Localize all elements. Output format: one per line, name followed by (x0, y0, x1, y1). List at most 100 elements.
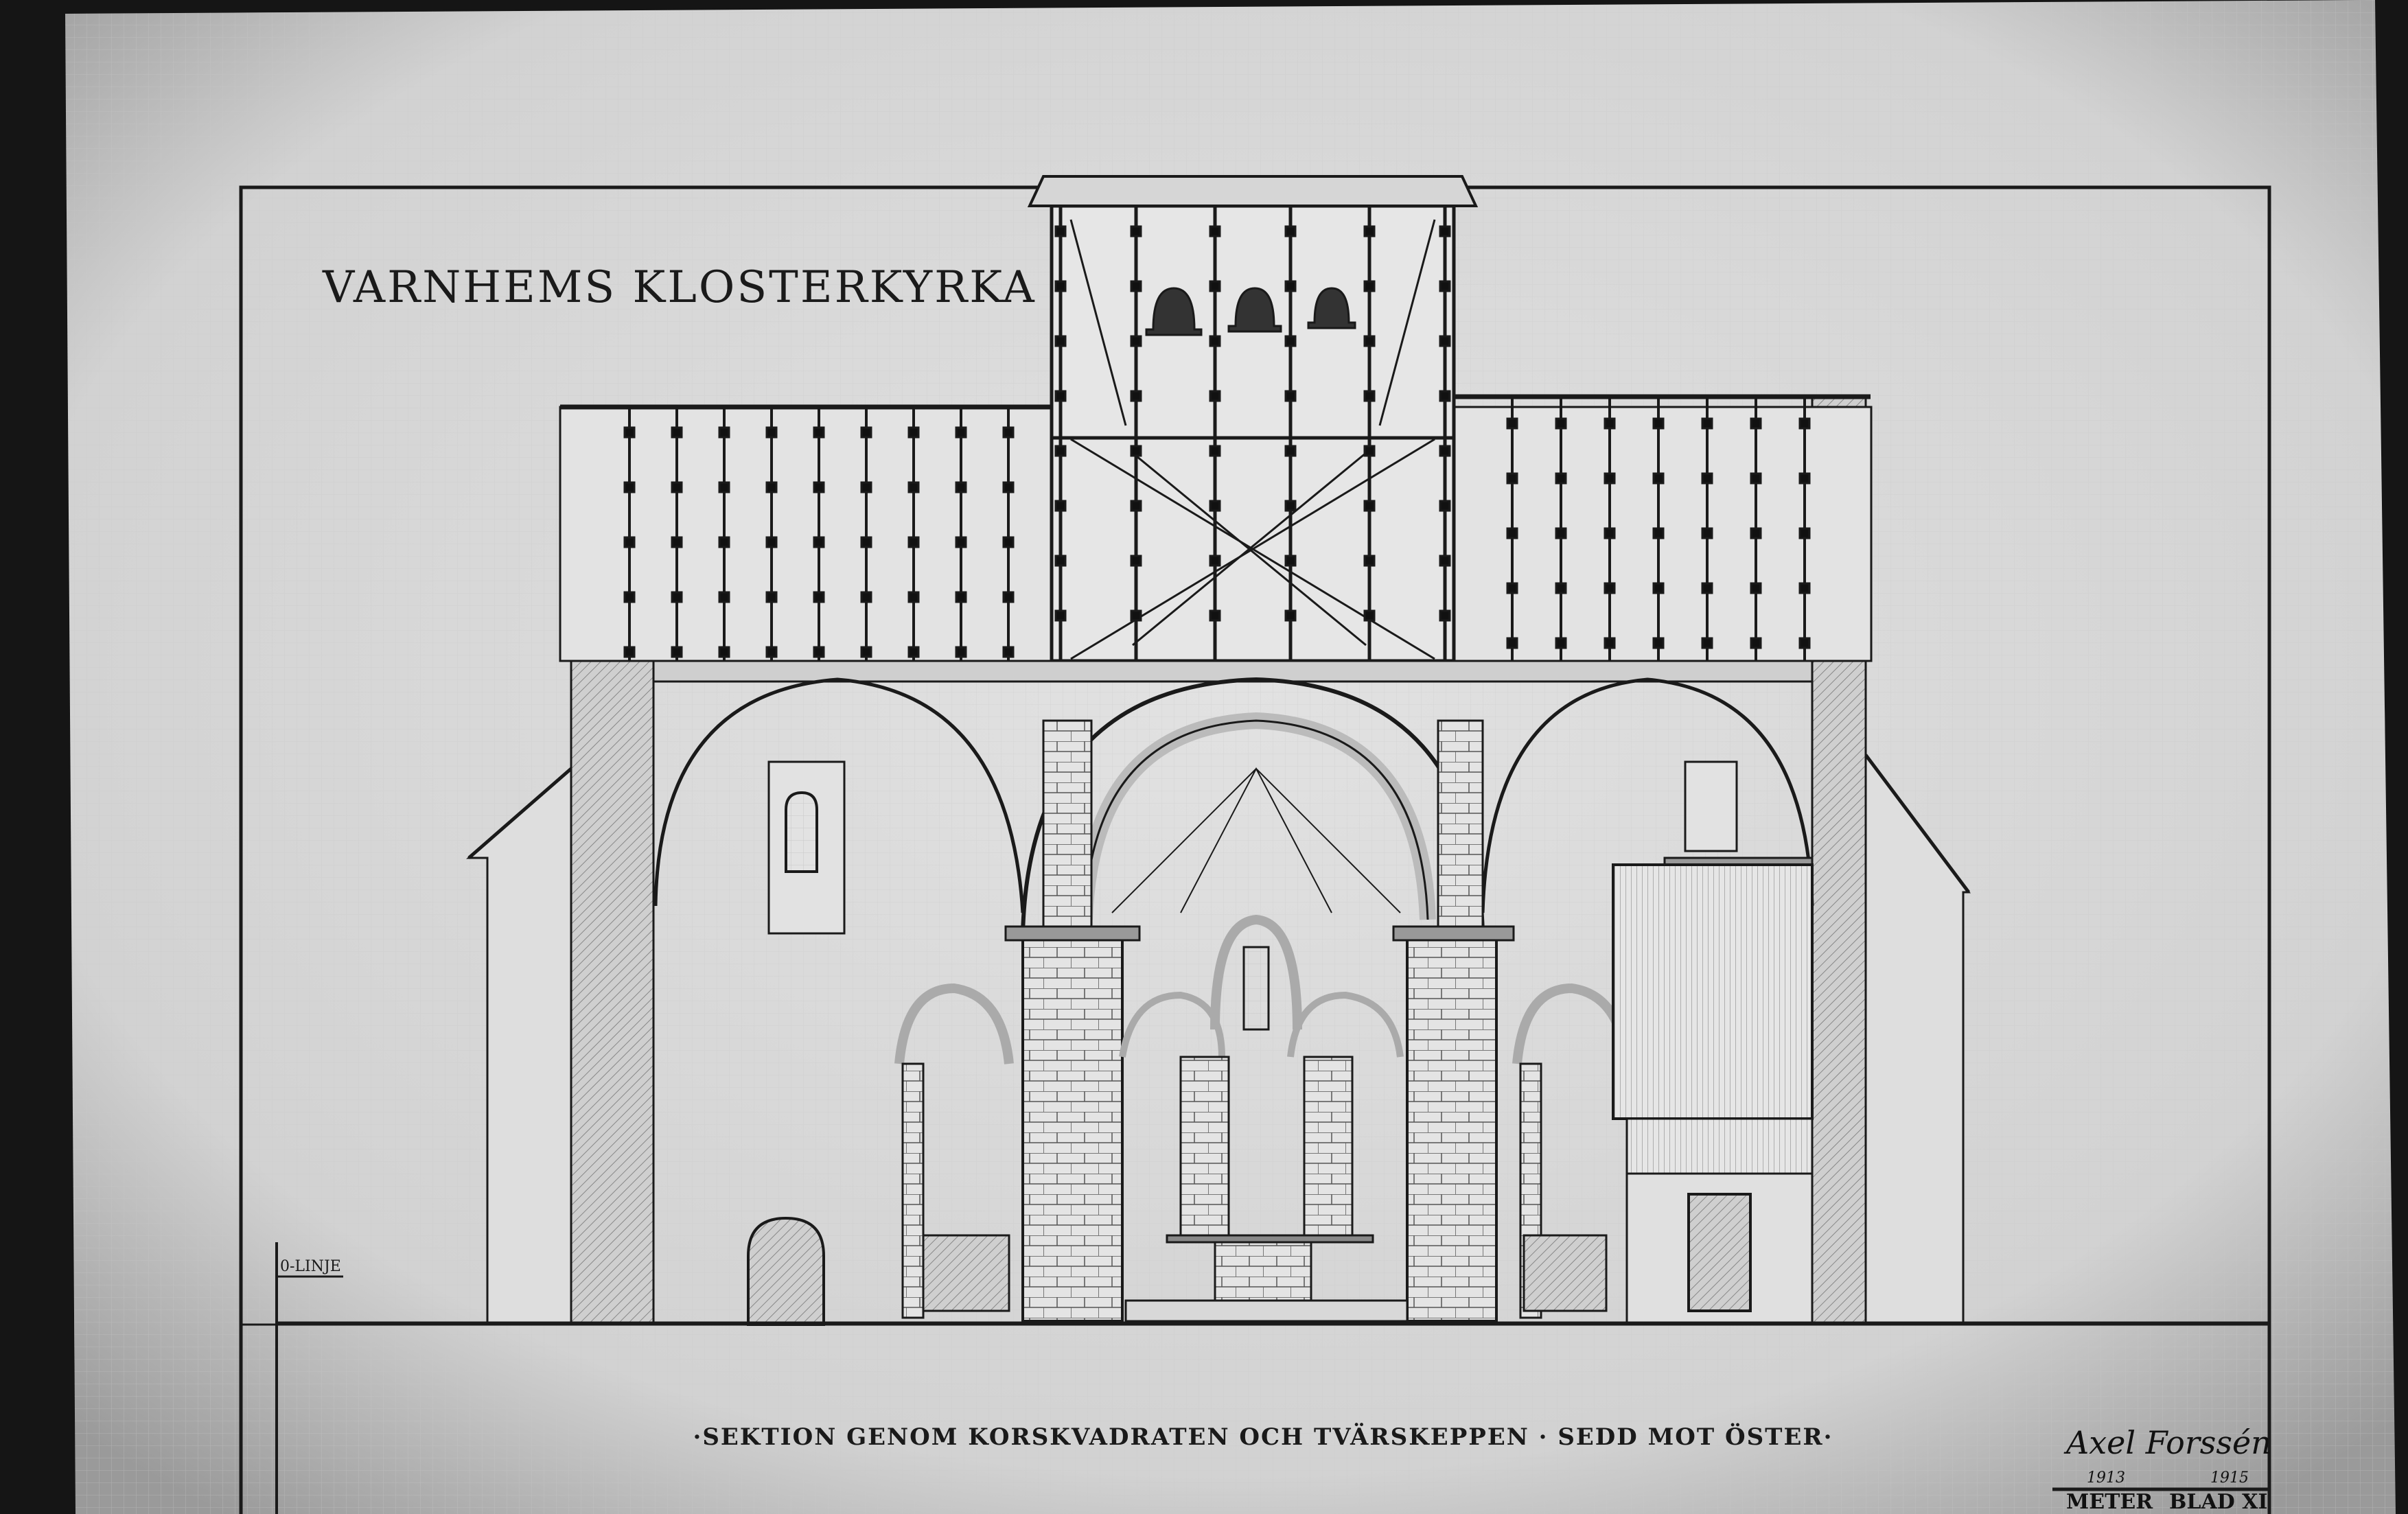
rafter-joint (1701, 582, 1713, 594)
rafter-joint (1750, 417, 1762, 430)
rafter-joint (1054, 555, 1067, 567)
rafter-joint (671, 646, 683, 658)
rafter-joint (1130, 500, 1142, 512)
right-vault-arch (1481, 677, 1814, 913)
organ-loft (1612, 760, 1814, 1326)
rafter-joint (1002, 426, 1015, 439)
rafter-joint (671, 536, 683, 548)
rafter-joint (1652, 417, 1665, 430)
rafter-joint (1209, 225, 1221, 237)
right-iron-gate (1523, 1234, 1608, 1312)
rafter-joint (1363, 390, 1376, 402)
rafter-joint (1054, 445, 1067, 457)
rafter-joint (1555, 417, 1567, 430)
rafter-joint (813, 426, 825, 439)
rafter-joint (1439, 335, 1451, 347)
rafter-joint (1054, 609, 1067, 622)
rafter-joint (813, 646, 825, 658)
rafter-joint (1439, 445, 1451, 457)
rafter-joint (1284, 555, 1297, 567)
rafter-joint (1798, 527, 1811, 539)
apse-window (1242, 946, 1270, 1031)
rafter-joint (813, 591, 825, 603)
rafter-joint (1604, 417, 1616, 430)
rafter-joint (1130, 555, 1142, 567)
rafter-joint (1130, 390, 1142, 402)
scale-label: METER (2066, 1490, 2153, 1514)
rafter-joint (1506, 637, 1518, 649)
rafter-joint (1439, 280, 1451, 292)
rafter-joint (765, 481, 778, 493)
rafter-joint (1439, 609, 1451, 622)
rafter-joint (1209, 445, 1221, 457)
rafter-joint (623, 426, 636, 439)
rafter-joint (1002, 646, 1015, 658)
rafter-joint (1701, 417, 1713, 430)
rafter-joint (1363, 555, 1376, 567)
right-crossing-pier (1406, 935, 1498, 1323)
rafter-joint (1750, 582, 1762, 594)
rafter-joint (1209, 335, 1221, 347)
altar (1214, 1241, 1312, 1302)
rafter-joint (1209, 609, 1221, 622)
sheet-label: BLAD XI (2169, 1490, 2268, 1514)
rafter-joint (1363, 280, 1376, 292)
rafter-joint (860, 426, 872, 439)
bell-icon (1145, 287, 1356, 336)
rafter-joint (955, 591, 967, 603)
datum-label: 0-LINJE (280, 1258, 341, 1275)
rafter-joint (671, 481, 683, 493)
rafter-joint (1054, 335, 1067, 347)
right-door (1687, 1193, 1752, 1312)
rafter-joint (1130, 335, 1142, 347)
rafter-joint (1652, 472, 1665, 485)
roof-rafters (623, 398, 1811, 661)
drawing-caption: ·SEKTION GENOM KORSKVADRATEN OCH TVÄRSKE… (693, 1423, 1833, 1451)
rafter-joint (1506, 527, 1518, 539)
left-door (747, 1216, 825, 1326)
rafter-joint (1798, 637, 1811, 649)
rafter-joint (1284, 280, 1297, 292)
tower-posts (1054, 206, 1451, 661)
rafter-joint (765, 591, 778, 603)
rafter-joint (765, 536, 778, 548)
rafter-joint (1363, 225, 1376, 237)
rafter-joint (1701, 637, 1713, 649)
left-vault-arch (653, 677, 1025, 913)
rafter-joint (907, 646, 920, 658)
rafter-joint (1750, 527, 1762, 539)
rafter-joint (907, 481, 920, 493)
rafter-joint (1798, 417, 1811, 430)
rafter-joint (765, 646, 778, 658)
rafter-joint (1284, 445, 1297, 457)
rafter-joint (1130, 225, 1142, 237)
rafter-joint (1209, 555, 1221, 567)
rafter-joint (1701, 472, 1713, 485)
rafter-joint (1439, 555, 1451, 567)
rafter-joint (955, 536, 967, 548)
rafter-joint (1284, 225, 1297, 237)
left-crossing-pier (1021, 935, 1124, 1323)
rafter-joint (907, 591, 920, 603)
rafter-joint (1054, 225, 1067, 237)
rafter-joint (860, 646, 872, 658)
rafter-joint (1363, 445, 1376, 457)
rafter-joint (1209, 280, 1221, 292)
rafter-joint (1130, 445, 1142, 457)
rafter-joint (671, 591, 683, 603)
rafter-joint (1209, 500, 1221, 512)
rafter-joint (1284, 500, 1297, 512)
rafter-joint (813, 481, 825, 493)
rafter-joint (1130, 609, 1142, 622)
rafter-joint (1555, 637, 1567, 649)
rafter-joint (1652, 637, 1665, 649)
rafter-joint (1652, 527, 1665, 539)
rafter-joint (907, 536, 920, 548)
rafter-joint (813, 536, 825, 548)
rafter-joint (1363, 335, 1376, 347)
rafter-joint (1284, 609, 1297, 622)
rafter-joint (1130, 280, 1142, 292)
rafter-joint (623, 646, 636, 658)
rafter-joint (860, 481, 872, 493)
